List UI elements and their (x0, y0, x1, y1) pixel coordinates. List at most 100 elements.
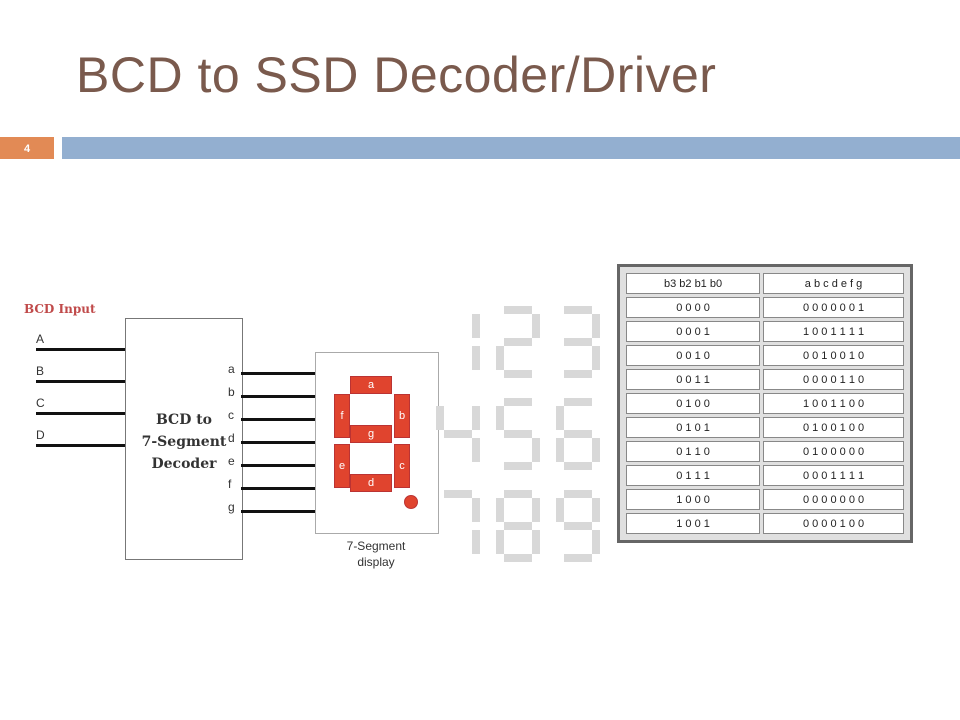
digit-segment (496, 498, 504, 522)
page-number-box (0, 137, 54, 159)
output-label-a: a (228, 362, 235, 376)
table-header-row: b3 b2 b1 b0 a b c d e f g (626, 273, 904, 294)
digit-segment (472, 498, 480, 522)
digit-segment (504, 338, 532, 346)
digit-segment (564, 306, 592, 314)
digit-segment (504, 306, 532, 314)
cell-segments: 0 0 0 0 0 0 0 (763, 489, 904, 510)
digit-segment (532, 498, 540, 522)
digit-segment (564, 398, 592, 406)
cell-bcd: 0 0 0 1 (626, 321, 761, 342)
output-label-d: d (228, 431, 235, 445)
digit-segment (564, 462, 592, 470)
slide-title: BCD to SSD Decoder/Driver (76, 47, 717, 103)
segment-a: a (350, 376, 392, 394)
digit-segment (504, 554, 532, 562)
digit-segment (472, 438, 480, 462)
digit-segment (564, 370, 592, 378)
digit-segment (472, 314, 480, 338)
segment-f: f (334, 394, 350, 438)
cell-segments: 0 0 0 0 0 0 1 (763, 297, 904, 318)
faded-digits-graphic (430, 300, 610, 580)
decoder-diagram: BCD Input A B C D BCD to 7-Segment Decod… (10, 290, 610, 590)
digit-segment (436, 406, 444, 430)
digit-segment (496, 346, 504, 370)
header-bcd: b3 b2 b1 b0 (626, 273, 761, 294)
input-label-c: C (36, 396, 45, 410)
output-label-b: b (228, 385, 235, 399)
digit-segment (564, 338, 592, 346)
cell-bcd: 0 0 1 0 (626, 345, 761, 366)
digit-segment (504, 462, 532, 470)
output-line-g (241, 510, 315, 513)
cell-segments: 1 0 0 1 1 1 1 (763, 321, 904, 342)
cell-bcd: 1 0 0 1 (626, 513, 761, 534)
cell-bcd: 0 1 1 0 (626, 441, 761, 462)
digit-segment (444, 490, 472, 498)
digit-2 (496, 306, 540, 378)
segment-d: d (350, 474, 392, 492)
digit-8 (496, 490, 540, 562)
digit-segment (564, 554, 592, 562)
decoder-box: BCD to 7-Segment Decoder (125, 318, 243, 560)
digit-5 (496, 398, 540, 470)
seven-segment-display: a f b g e c d (315, 352, 439, 534)
digit-segment (504, 522, 532, 530)
digit-segment (592, 498, 600, 522)
input-line-a (36, 348, 125, 351)
input-line-d (36, 444, 125, 447)
cell-bcd: 0 1 0 0 (626, 393, 761, 414)
segment-e: e (334, 444, 350, 488)
digit-segment (504, 370, 532, 378)
bcd-input-label: BCD Input (24, 302, 96, 316)
header-segments: a b c d e f g (763, 273, 904, 294)
digit-segment (556, 406, 564, 430)
digit-segment (564, 522, 592, 530)
cell-segments: 0 0 0 0 1 1 0 (763, 369, 904, 390)
digit-segment (496, 530, 504, 554)
faded-digits-svg (436, 306, 600, 562)
digit-segment (556, 438, 564, 462)
digit-4 (436, 406, 480, 462)
output-line-d (241, 441, 315, 444)
output-line-c (241, 418, 315, 421)
digit-segment (556, 498, 564, 522)
output-line-a (241, 372, 315, 375)
digit-9 (556, 490, 600, 562)
cell-segments: 0 1 0 0 0 0 0 (763, 441, 904, 462)
input-label-b: B (36, 364, 45, 378)
digit-3 (564, 306, 600, 378)
output-label-f: f (228, 477, 232, 491)
digit-segment (496, 406, 504, 430)
input-label-d: D (36, 428, 45, 442)
decimal-point (404, 495, 418, 509)
digit-segment (472, 406, 480, 430)
cell-bcd: 0 0 1 1 (626, 369, 761, 390)
digit-segment (504, 490, 532, 498)
digit-segment (564, 490, 592, 498)
digit-segment (444, 430, 472, 438)
segment-c: c (394, 444, 410, 488)
output-line-e (241, 464, 315, 467)
output-label-c: c (228, 408, 234, 422)
display-caption: 7-Segment display (346, 539, 406, 569)
digit-segment (532, 438, 540, 462)
output-line-b (241, 395, 315, 398)
cell-segments: 0 1 0 0 1 0 0 (763, 417, 904, 438)
output-label-g: g (228, 500, 235, 514)
digit-segment (504, 398, 532, 406)
digit-segment (472, 346, 480, 370)
page-number: 4 (24, 143, 31, 155)
digit-segment (564, 430, 592, 438)
output-line-f (241, 487, 315, 490)
digit-7 (444, 490, 480, 554)
output-label-e: e (228, 454, 235, 468)
